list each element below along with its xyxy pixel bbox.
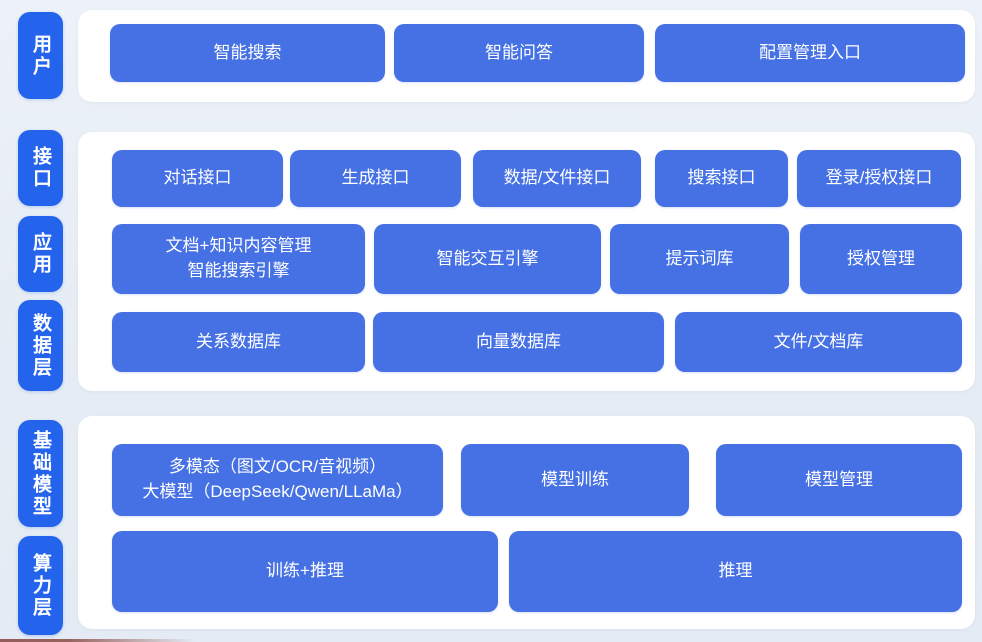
box-smart-search: 智能搜索 bbox=[110, 24, 385, 82]
box-config-management-entry: 配置管理入口 bbox=[655, 24, 965, 82]
layer-pill-compute-layer-label: 算力层 bbox=[30, 552, 51, 619]
box-authorization-management: 授权管理 bbox=[800, 224, 962, 294]
layer-pill-data-layer: 数据层 bbox=[18, 300, 63, 391]
box-search-api: 搜索接口 bbox=[655, 150, 788, 207]
box-prompt-library: 提示词库 bbox=[610, 224, 789, 294]
layer-pill-compute-layer: 算力层 bbox=[18, 536, 63, 635]
box-relational-database: 关系数据库 bbox=[112, 312, 365, 372]
box-model-training: 模型训练 bbox=[461, 444, 689, 516]
box-dialog-api: 对话接口 bbox=[112, 150, 283, 207]
layer-pill-data-layer-label: 数据层 bbox=[30, 312, 51, 379]
box-file-document-store: 文件/文档库 bbox=[675, 312, 962, 372]
layer-pill-application: 应用 bbox=[18, 216, 63, 292]
box-data-file-api: 数据/文件接口 bbox=[473, 150, 641, 207]
box-generation-api: 生成接口 bbox=[290, 150, 461, 207]
box-smart-interaction-engine: 智能交互引擎 bbox=[374, 224, 601, 294]
layer-pill-interface: 接口 bbox=[18, 130, 63, 206]
layer-pill-base-model: 基础模型 bbox=[18, 420, 63, 527]
box-login-auth-api: 登录/授权接口 bbox=[797, 150, 961, 207]
bottom-edge-artifact-line bbox=[0, 639, 195, 642]
box-smart-qa: 智能问答 bbox=[394, 24, 644, 82]
box-model-management: 模型管理 bbox=[716, 444, 962, 516]
box-doc-knowledge-search-engine: 文档+知识内容管理 智能搜索引擎 bbox=[112, 224, 365, 294]
box-multimodal-large-model: 多模态（图文/OCR/音视频） 大模型（DeepSeek/Qwen/LLaMa） bbox=[112, 444, 443, 516]
box-vector-database: 向量数据库 bbox=[373, 312, 664, 372]
layer-pill-user: 用户 bbox=[18, 12, 63, 99]
layer-pill-user-label: 用户 bbox=[30, 33, 51, 78]
layer-pill-base-model-label: 基础模型 bbox=[30, 429, 51, 518]
layer-pill-application-label: 应用 bbox=[30, 232, 51, 276]
layer-pill-interface-label: 接口 bbox=[30, 146, 51, 190]
box-inference: 推理 bbox=[509, 531, 962, 612]
box-training-plus-inference: 训练+推理 bbox=[112, 531, 498, 612]
